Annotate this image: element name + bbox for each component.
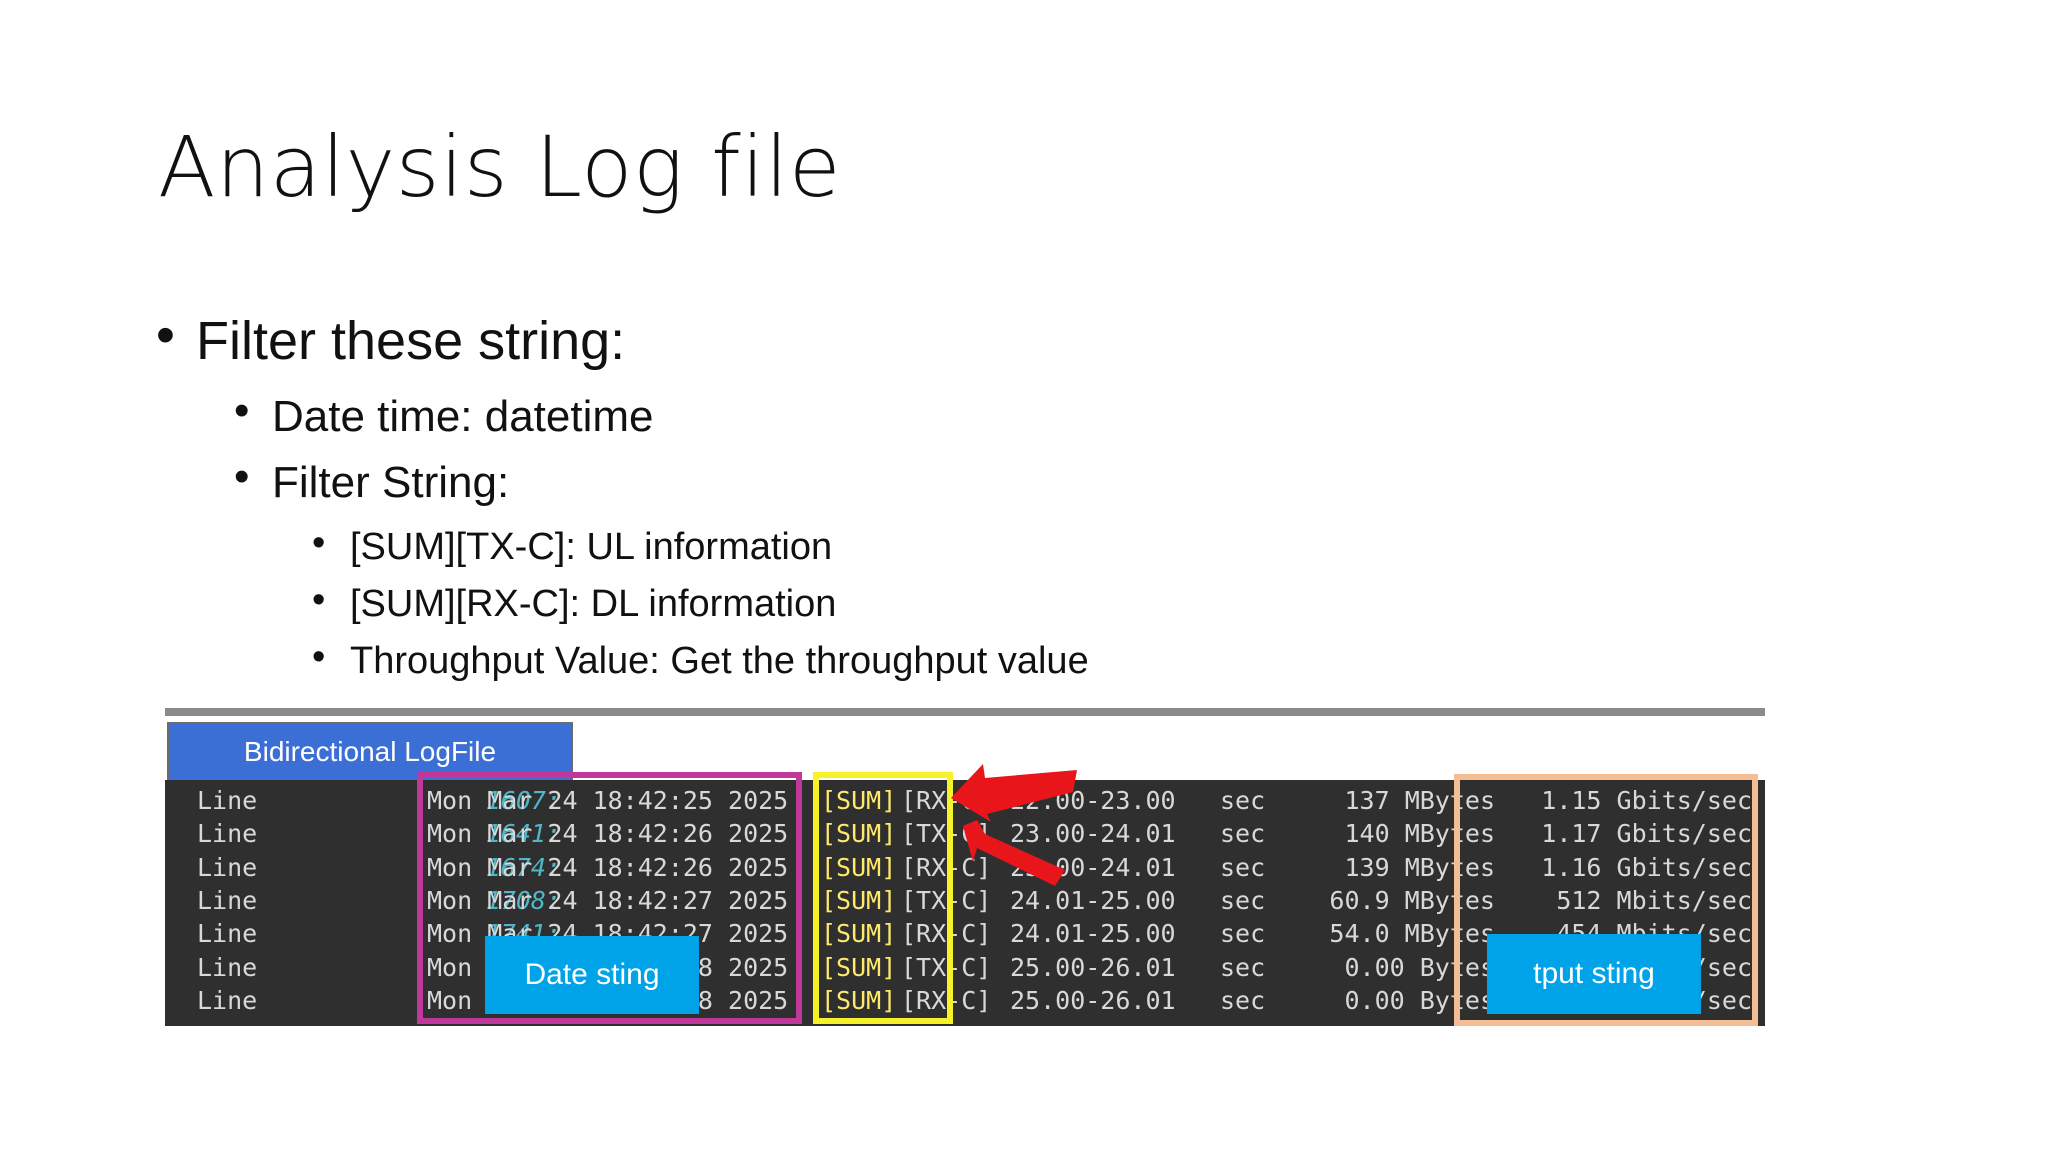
- log-line-number: 1641:: [485, 819, 561, 849]
- log-sum-tag: [SUM]: [821, 786, 897, 815]
- log-unit: sec: [1220, 786, 1266, 815]
- log-direction-tag: [RX-C]: [901, 919, 992, 949]
- log-date: Mon Mar 24 18:42:26 2025: [427, 852, 789, 882]
- log-unit: sec: [1220, 919, 1266, 949]
- log-size: 140 MBytes: [1344, 819, 1495, 849]
- log-date: Mon Mar 24 18:42:27 2025: [427, 885, 789, 915]
- log-interval: 24.01-25.00: [1010, 919, 1176, 949]
- log-interval: 24.01-25.00: [1010, 885, 1176, 915]
- date-callout-label: Date sting: [485, 936, 699, 1014]
- log-row: Line 1674:Mon Mar 24 18:42:26 2025 [SUM][R…: [165, 851, 1765, 884]
- log-interval: 25.00-26.01: [1010, 952, 1176, 982]
- log-sum-tag: [SUM]: [821, 885, 897, 915]
- bullet-text: Filter these string:: [196, 311, 626, 371]
- tput-callout-label: tput sting: [1487, 934, 1701, 1014]
- log-line-label: Line: [197, 885, 258, 915]
- bullet-text: [SUM][TX-C]: UL information: [350, 526, 833, 568]
- log-interval: 23.00-24.01: [1010, 819, 1176, 849]
- bullet-text: Filter String:: [272, 458, 510, 507]
- bullet-dot: •: [234, 452, 250, 501]
- bullet-text: Throughput Value: Get the throughput val…: [350, 640, 1089, 682]
- log-throughput: 1.15 Gbits/sec: [1541, 786, 1752, 815]
- log-line-number: 1674:: [485, 852, 561, 882]
- log-sum-tag: [SUM]: [821, 852, 897, 882]
- log-size: 137 MBytes: [1344, 786, 1495, 815]
- log-sum-tag: [SUM]: [821, 985, 897, 1015]
- log-line-label: Line: [197, 786, 258, 815]
- bullet-text: Date time: datetime: [272, 392, 654, 441]
- slide-title: Analysis Log file: [158, 118, 842, 216]
- log-throughput: 512 Mbits/sec: [1556, 885, 1752, 915]
- log-line-number: 1708:: [485, 885, 561, 915]
- log-line-label: Line: [197, 985, 258, 1015]
- log-unit: sec: [1220, 952, 1266, 982]
- sum-highlight-box: [813, 772, 953, 1024]
- log-direction-tag: [RX-C]: [901, 852, 992, 882]
- bullet-dot: •: [312, 579, 326, 621]
- log-throughput: 1.17 Gbits/sec: [1541, 819, 1752, 849]
- log-sum-tag: [SUM]: [821, 819, 897, 849]
- log-line-number: 1607:: [485, 786, 561, 815]
- log-direction-tag: [RX-C]: [901, 985, 992, 1015]
- bullet-dot: •: [234, 386, 250, 435]
- log-line-label: Line: [197, 852, 258, 882]
- red-arrow-icon: [963, 820, 1065, 886]
- log-unit: sec: [1220, 985, 1266, 1015]
- log-line-label: Line: [197, 919, 258, 949]
- log-direction-tag: [TX-C]: [901, 885, 992, 915]
- log-row: Line 1708:Mon Mar 24 18:42:27 2025 [SUM][T…: [165, 884, 1765, 917]
- arrows-layer: [951, 764, 1077, 886]
- log-size: 54.0 MBytes: [1329, 919, 1495, 949]
- bullet-text: [SUM][RX-C]: DL information: [350, 583, 837, 625]
- log-line-label: Line: [197, 952, 258, 982]
- log-interval: 25.00-26.01: [1010, 985, 1176, 1015]
- date-highlight-box: [417, 772, 802, 1024]
- bullet-dot: •: [312, 636, 326, 678]
- log-unit: sec: [1220, 852, 1266, 882]
- log-unit: sec: [1220, 819, 1266, 849]
- log-sum-tag: [SUM]: [821, 919, 897, 949]
- panel-divider: [165, 708, 1765, 716]
- log-throughput: 1.16 Gbits/sec: [1541, 852, 1752, 882]
- log-size: 60.9 MBytes: [1329, 885, 1495, 915]
- log-date: Mon Mar 24 18:42:25 2025: [427, 786, 789, 815]
- log-unit: sec: [1220, 885, 1266, 915]
- log-date: Mon Mar 24 18:42:26 2025: [427, 819, 789, 849]
- red-arrow-icon: [951, 764, 1077, 822]
- log-sum-tag: [SUM]: [821, 952, 897, 982]
- log-line-label: Line: [197, 819, 258, 849]
- log-size: 139 MBytes: [1344, 852, 1495, 882]
- tput-highlight-box: [1454, 774, 1758, 1026]
- bullet-dot: •: [156, 305, 175, 365]
- log-direction-tag: [TX-C]: [901, 952, 992, 982]
- bullet-dot: •: [312, 522, 326, 564]
